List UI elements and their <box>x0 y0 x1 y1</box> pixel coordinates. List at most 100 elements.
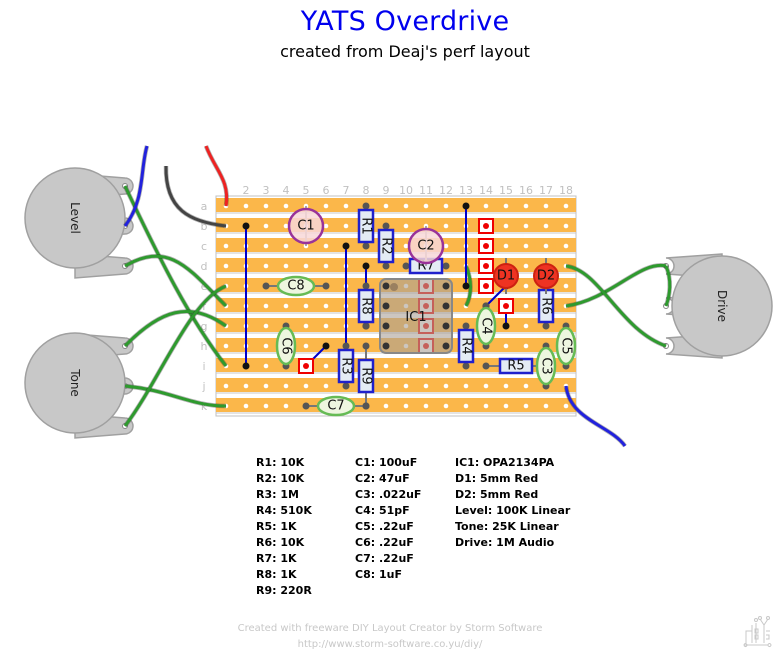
copper-strip-c <box>216 238 576 252</box>
hole <box>303 323 309 329</box>
hole <box>283 303 289 309</box>
bom-item: R1: 10K <box>256 456 305 469</box>
ic-pin <box>442 322 450 330</box>
hole <box>503 383 509 389</box>
pot-label: Drive <box>715 290 729 322</box>
row-label: i <box>202 360 205 373</box>
hole <box>303 303 309 309</box>
film-capacitor-body <box>275 326 297 366</box>
resistor-label: R1 <box>359 217 374 234</box>
capacitor-pad <box>322 282 330 290</box>
row-label: h <box>201 340 208 353</box>
credit-url[interactable]: http://www.storm-software.co.yu/diy/ <box>297 639 483 650</box>
hole <box>383 383 389 389</box>
resistor-pad <box>362 322 370 330</box>
resistor-pad <box>382 262 390 270</box>
hole <box>263 363 269 369</box>
track-cut-dot <box>483 263 489 269</box>
hole <box>563 203 569 209</box>
resistor-label: R9 <box>359 367 374 384</box>
wire <box>123 145 149 227</box>
hole <box>523 343 529 349</box>
hole <box>543 203 549 209</box>
hole <box>523 403 529 409</box>
hole <box>443 403 449 409</box>
hole <box>563 403 569 409</box>
hole <box>243 383 249 389</box>
bom-item: R3: 1M <box>256 488 299 501</box>
hole <box>323 323 329 329</box>
hole <box>283 243 289 249</box>
bom-item: C6: .22uF <box>355 536 414 549</box>
hole <box>483 203 489 209</box>
hole <box>443 243 449 249</box>
hole <box>323 263 329 269</box>
resistor-pad <box>542 322 550 330</box>
ic-body <box>379 278 453 354</box>
copper-strip-a <box>216 198 576 212</box>
column-label: 4 <box>283 184 290 197</box>
hole <box>543 403 549 409</box>
resistor-label: R4 <box>459 337 474 354</box>
capacitor-pad <box>262 282 270 290</box>
ic-pin1-marker <box>390 283 398 291</box>
hole <box>263 243 269 249</box>
hole <box>503 223 509 229</box>
resistor-pad <box>342 342 350 350</box>
bom-item: C5: .22uF <box>355 520 414 533</box>
components: IC1R1R2R8R3R9R4R6R7R5C8C7C6C4C3C5C1C2D1D… <box>262 202 577 417</box>
hole <box>523 263 529 269</box>
bom-item: C4: 51pF <box>355 504 410 517</box>
pot-label: Level <box>68 202 82 234</box>
bom-item: C3: .022uF <box>355 488 422 501</box>
copper-strip-k <box>216 398 576 412</box>
wire-outline <box>122 185 228 368</box>
wire <box>564 385 627 447</box>
hole <box>263 383 269 389</box>
resistor-body <box>498 357 534 375</box>
hole <box>463 403 469 409</box>
column-label: 15 <box>499 184 513 197</box>
resistor-pad <box>442 262 450 270</box>
jumper-end <box>322 342 330 350</box>
resistor-pad <box>402 262 410 270</box>
resistor-pad <box>362 202 370 210</box>
ic-pin <box>442 282 450 290</box>
pot-body-level <box>24 167 126 269</box>
hole <box>283 203 289 209</box>
bom-item: C7: .22uF <box>355 552 414 565</box>
hole <box>523 203 529 209</box>
wire <box>565 263 667 308</box>
resistor-pad <box>362 342 370 350</box>
capacitor-label: C8 <box>287 279 304 294</box>
hole <box>563 283 569 289</box>
wire <box>565 264 667 348</box>
jumper-end <box>462 282 470 290</box>
jumper-end <box>242 222 250 230</box>
film-capacitor-body <box>276 275 316 297</box>
resistor-pad <box>462 322 470 330</box>
ic-pin <box>382 342 390 350</box>
row-label: j <box>201 380 205 393</box>
ic-label: IC1 <box>405 310 426 325</box>
hole <box>263 303 269 309</box>
bom-item: C1: 100uF <box>355 456 418 469</box>
hole <box>503 343 509 349</box>
hole <box>543 223 549 229</box>
bom-item: D2: 5mm Red <box>455 488 539 501</box>
hole <box>523 283 529 289</box>
hole <box>263 263 269 269</box>
hole <box>283 403 289 409</box>
hole <box>283 223 289 229</box>
wire <box>123 284 227 427</box>
jumper-end <box>362 262 370 270</box>
column-label: 3 <box>263 184 270 197</box>
hole <box>443 203 449 209</box>
resistor-pad <box>362 282 370 290</box>
hole <box>323 203 329 209</box>
hole <box>523 223 529 229</box>
hole <box>323 363 329 369</box>
page-title: YATS Overdrive <box>300 6 510 37</box>
